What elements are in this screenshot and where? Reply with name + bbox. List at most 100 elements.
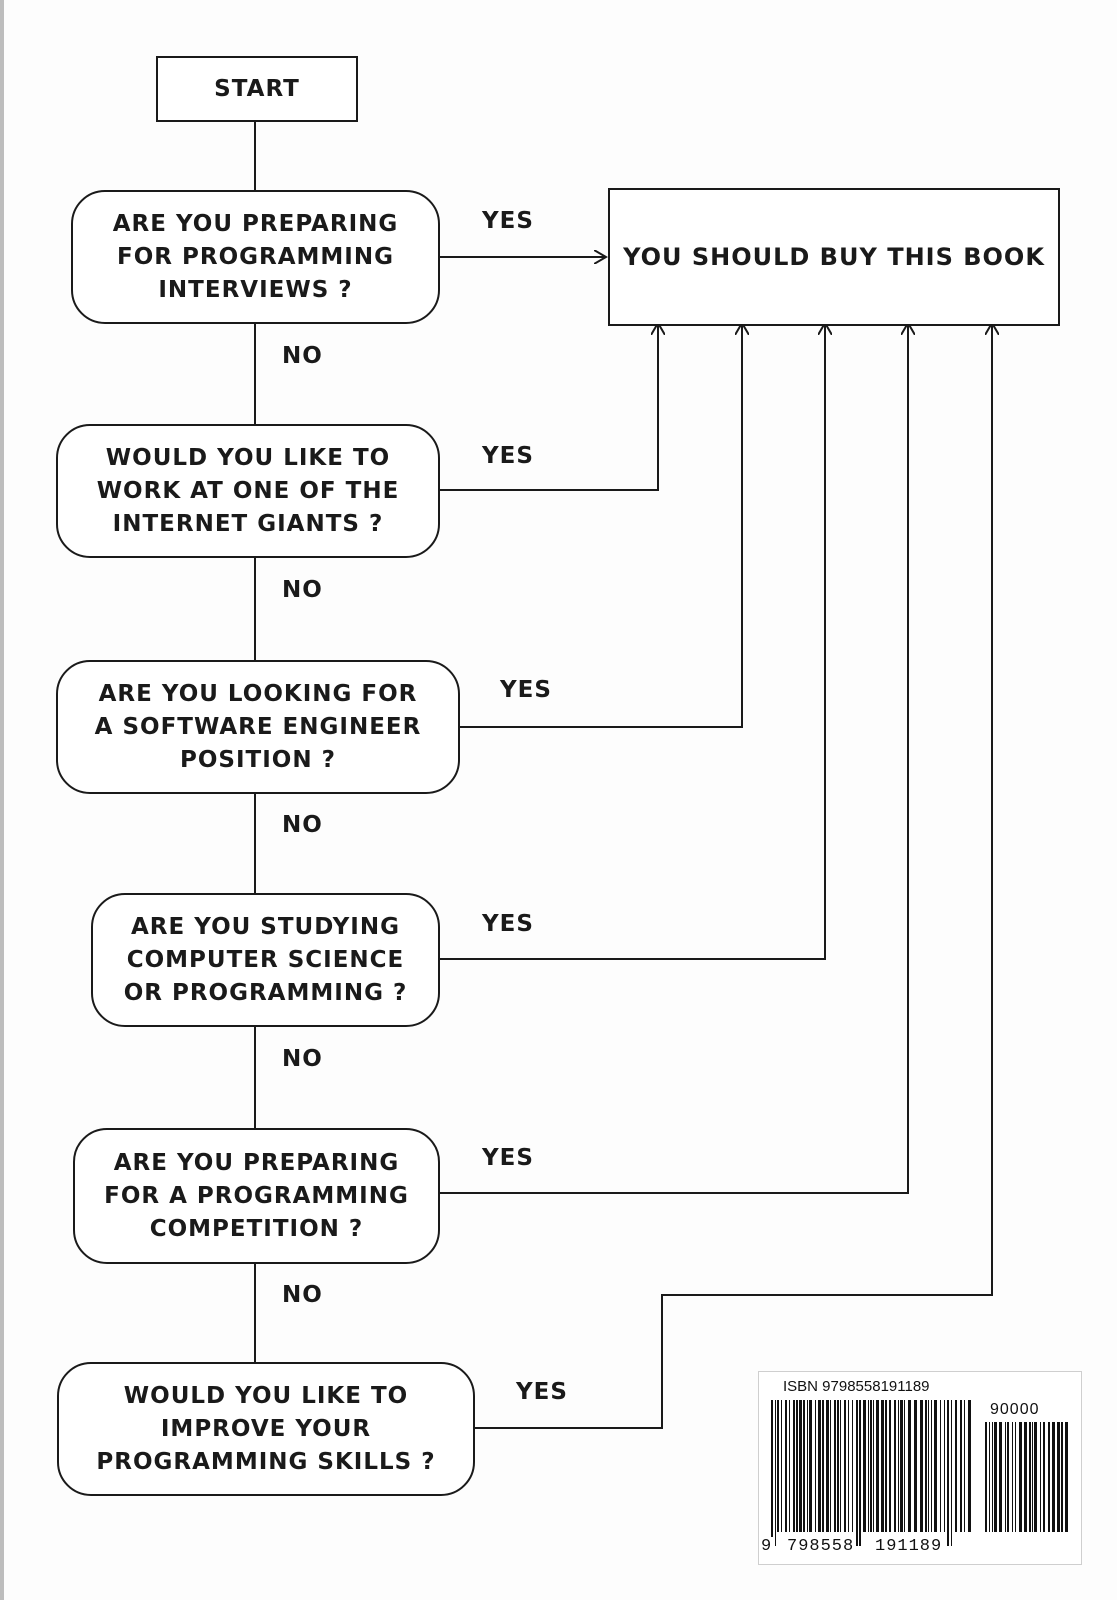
question-box-interviews: ARE YOU PREPARING FOR PROGRAMMING INTERV… [71,190,440,324]
question-text: WOULD YOU LIKE TO IMPROVE YOUR PROGRAMMI… [96,1382,436,1475]
barcode-bar [789,1400,790,1532]
barcode-bar [928,1400,929,1532]
barcode-bar [793,1400,795,1532]
barcode-bar [900,1400,903,1532]
barcode-bar [1052,1422,1055,1532]
barcode-bar [989,1422,990,1532]
isbn-barcode: ISBN 9798558191189 90000 9 798558 191189 [758,1371,1082,1565]
barcode-bar [964,1400,965,1532]
barcode-bar [844,1400,846,1532]
yes-label-q1: YES [482,208,534,234]
barcode-bar [925,1400,927,1532]
question-text: ARE YOU PREPARING FOR A PROGRAMMING COMP… [104,1149,409,1242]
barcode-bar [815,1400,816,1532]
barcode-bar [1061,1422,1063,1532]
barcode-bar [809,1400,812,1532]
barcode-bar [777,1400,779,1532]
question-box-competition: ARE YOU PREPARING FOR A PROGRAMMING COMP… [73,1128,440,1264]
barcode-bar [914,1400,917,1532]
barcode-bar [1024,1422,1027,1532]
barcode-bar [834,1400,836,1532]
barcode-bar [859,1400,861,1546]
barcode-bar [1057,1422,1060,1532]
barcode-digit-group-1: 798558 [785,1537,857,1556]
yes-label-q5: YES [482,1145,534,1171]
barcode-bar [994,1422,997,1532]
barcode-bar [873,1400,874,1532]
barcode-bar [920,1400,923,1532]
barcode-bar [889,1400,891,1532]
barcode-bar [848,1400,849,1532]
barcode-bar [868,1400,869,1532]
yes-arrow-q6 [475,323,992,1429]
barcode-bar [803,1400,805,1532]
barcode-bar [1019,1422,1022,1532]
barcode-bars-addon [985,1422,1068,1532]
barcode-bar [796,1400,798,1532]
question-text: ARE YOU STUDYING COMPUTER SCIENCE OR PRO… [123,913,408,1006]
barcode-bar [1040,1422,1041,1532]
barcode-digits: 9 798558 191189 [759,1537,1083,1561]
barcode-bar [955,1400,957,1532]
barcode-bar [968,1400,971,1532]
isbn-label: ISBN 9798558191189 [783,1378,930,1395]
barcode-bar [799,1400,802,1532]
no-label-q5: NO [282,1282,323,1308]
barcode-bar [1034,1422,1037,1532]
barcode-bar [775,1400,776,1546]
barcode-bar [898,1400,899,1532]
barcode-bar [908,1400,911,1532]
yes-arrow-q5 [440,323,908,1194]
result-label: YOU SHOULD BUY THIS BOOK [623,242,1045,271]
barcode-bar [876,1400,879,1532]
question-box-internet-giants: WOULD YOU LIKE TO WORK AT ONE OF THE INT… [56,424,440,558]
barcode-bar [904,1400,905,1532]
barcode-bar [944,1400,945,1532]
barcode-bar [840,1400,841,1532]
yes-label-q4: YES [482,911,534,937]
barcode-bar [856,1400,858,1546]
barcode-bar [870,1400,872,1532]
barcode-bar [771,1400,773,1546]
start-label: START [214,75,300,102]
yes-label-q2: YES [482,443,534,469]
barcode-bar [785,1400,787,1532]
barcode-bar [947,1400,949,1546]
start-box: START [156,56,358,122]
barcode-bar [1029,1422,1031,1532]
barcode-bar [1007,1422,1009,1532]
barcode-bar [1065,1422,1068,1532]
yes-arrow-q3 [460,323,742,728]
price-code-label: 90000 [990,1401,1040,1418]
page-edge [0,0,4,1600]
barcode-bars-main [771,1400,971,1546]
barcode-bar [1005,1422,1006,1532]
barcode-bar [999,1422,1002,1532]
no-label-q3: NO [282,812,323,838]
barcode-bar [934,1400,937,1532]
barcode-digit-group-2: 191189 [873,1537,945,1556]
barcode-bar [1012,1422,1013,1532]
no-label-q1: NO [282,343,323,369]
yes-label-q6: YES [516,1379,568,1405]
barcode-bar [1043,1422,1045,1532]
barcode-bar [881,1400,884,1532]
barcode-bar [885,1400,887,1532]
barcode-bar [807,1400,808,1532]
question-text: ARE YOU PREPARING FOR PROGRAMMING INTERV… [112,210,399,303]
barcode-bar [781,1400,782,1532]
result-box: YOU SHOULD BUY THIS BOOK [608,188,1060,326]
question-box-studying: ARE YOU STUDYING COMPUTER SCIENCE OR PRO… [91,893,440,1027]
question-box-software-engineer: ARE YOU LOOKING FOR A SOFTWARE ENGINEER … [56,660,460,794]
barcode-bar [951,1400,952,1546]
question-text: ARE YOU LOOKING FOR A SOFTWARE ENGINEER … [94,680,422,773]
barcode-bar [940,1400,941,1532]
barcode-bar [992,1422,993,1532]
barcode-bar [1032,1422,1033,1532]
barcode-bar [822,1400,824,1532]
barcode-bar [863,1400,866,1532]
yes-arrow-q4 [440,323,825,960]
question-box-improve-skills: WOULD YOU LIKE TO IMPROVE YOUR PROGRAMMI… [57,1362,475,1496]
yes-arrow-q2 [440,323,658,491]
barcode-bar [852,1400,853,1532]
